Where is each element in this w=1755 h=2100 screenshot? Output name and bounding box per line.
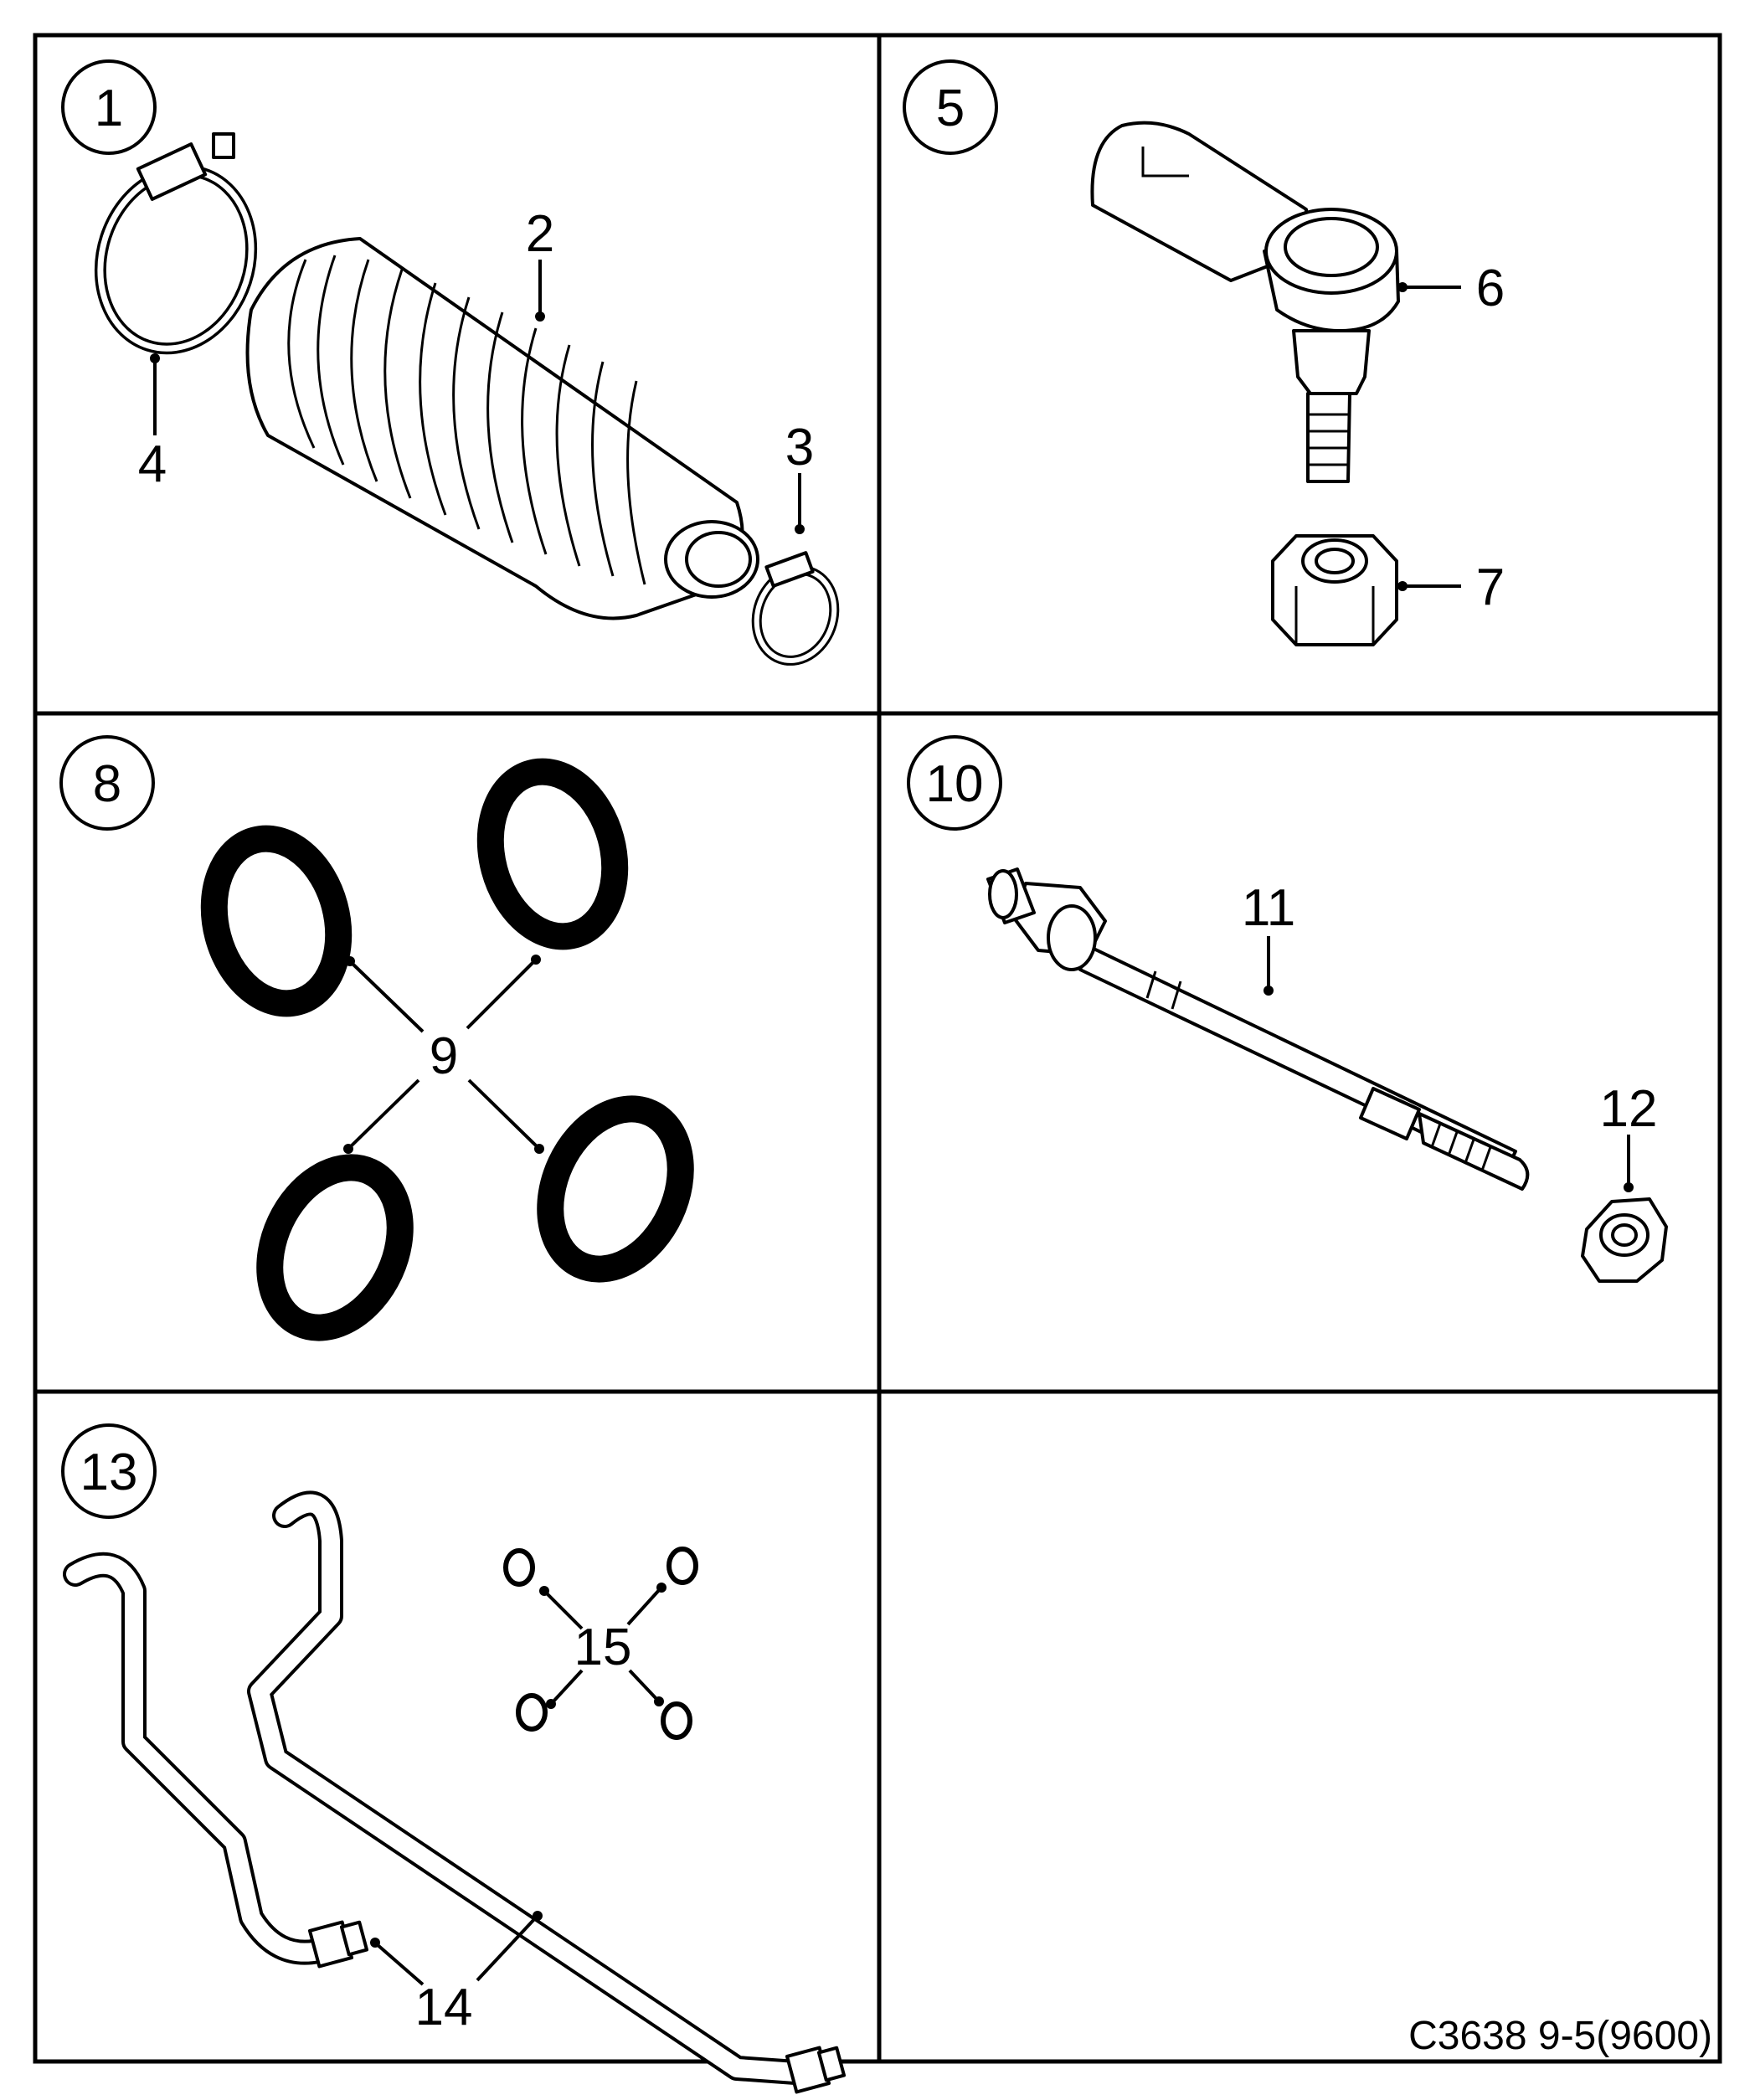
shim-ring-icon	[200, 825, 353, 1017]
panel-5: 5 6 7	[903, 59, 1505, 646]
panel-number-circle	[61, 59, 157, 155]
shim-ring-icon	[256, 1154, 414, 1341]
pipe-short-icon	[63, 1552, 369, 1969]
panel-number-circle	[907, 735, 1002, 831]
panel-10: 10 11 12	[907, 735, 1668, 1283]
panel-number-circle	[61, 1423, 157, 1519]
panel-grid	[33, 33, 1722, 2064]
tie-rod-end-icon	[1090, 121, 1400, 483]
callout-2: 2	[526, 205, 554, 263]
panel-number: 1	[95, 80, 123, 137]
panel-13: 13 15 14	[61, 1423, 847, 2094]
panel-number: 13	[80, 1444, 138, 1501]
panel-number: 8	[93, 755, 121, 813]
shim-ring-icon	[476, 758, 629, 950]
large-clamp-icon	[94, 132, 258, 355]
panel-number-circle	[59, 735, 155, 831]
callout-11: 11	[1242, 879, 1295, 937]
bellows-boot-icon	[245, 237, 759, 620]
panel-number-circle	[903, 59, 998, 155]
callout-3: 3	[785, 419, 814, 476]
callout-4: 4	[138, 435, 167, 493]
callout-9: 9	[430, 1027, 458, 1085]
pipe-long-icon	[247, 1490, 847, 2094]
callout-15: 15	[574, 1619, 632, 1676]
panel-8: 8 9	[59, 735, 694, 1341]
o-ring-icon	[661, 1701, 692, 1740]
callout-7: 7	[1476, 558, 1505, 616]
lock-nut-icon	[1581, 1197, 1668, 1283]
callout-12: 12	[1600, 1080, 1658, 1138]
o-ring-icon	[666, 1547, 698, 1585]
panel-1: 1	[61, 59, 840, 666]
diagram-caption: C3638 9-5(9600)	[1408, 2014, 1712, 2058]
panel-number: 5	[936, 80, 965, 137]
hex-nut-icon	[1271, 534, 1398, 646]
o-ring-icon	[516, 1693, 548, 1732]
panel-number: 10	[926, 755, 984, 813]
shim-ring-icon	[537, 1095, 694, 1283]
callout-14: 14	[415, 1979, 473, 2036]
o-ring-icon	[503, 1548, 535, 1587]
small-clamp-icon	[751, 551, 840, 666]
callout-6: 6	[1476, 260, 1505, 317]
inner-tie-rod-icon	[986, 867, 1530, 1191]
